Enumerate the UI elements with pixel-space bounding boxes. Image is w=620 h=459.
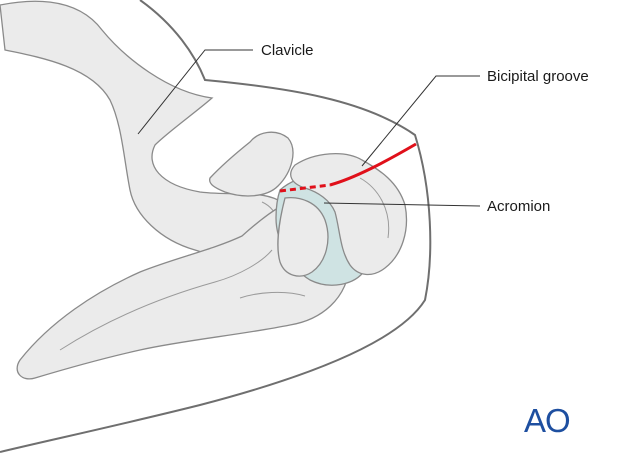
- clavicle-leader-line: [137, 49, 253, 135]
- glenoid-neck: [277, 196, 329, 277]
- scapula-spine-detail: [59, 249, 273, 351]
- body-outline: [0, 0, 432, 453]
- bicipital-groove-label: Bicipital groove: [487, 68, 589, 85]
- acromion-inner-detail: [359, 177, 390, 239]
- acromion-leader-line: [323, 202, 481, 207]
- clavicle-bone: [0, 0, 291, 260]
- incision-solid-line: [329, 142, 417, 187]
- ao-logo: AO: [524, 402, 570, 439]
- acromion-bone: [290, 153, 408, 276]
- incision-dashed-line: [279, 183, 331, 193]
- scapula-inner-ridge: [239, 291, 306, 299]
- bicipital-groove-leader-line: [361, 75, 480, 167]
- coracoid-process: [209, 131, 294, 197]
- clavicle-label: Clavicle: [261, 42, 314, 59]
- acromion-label: Acromion: [487, 198, 550, 215]
